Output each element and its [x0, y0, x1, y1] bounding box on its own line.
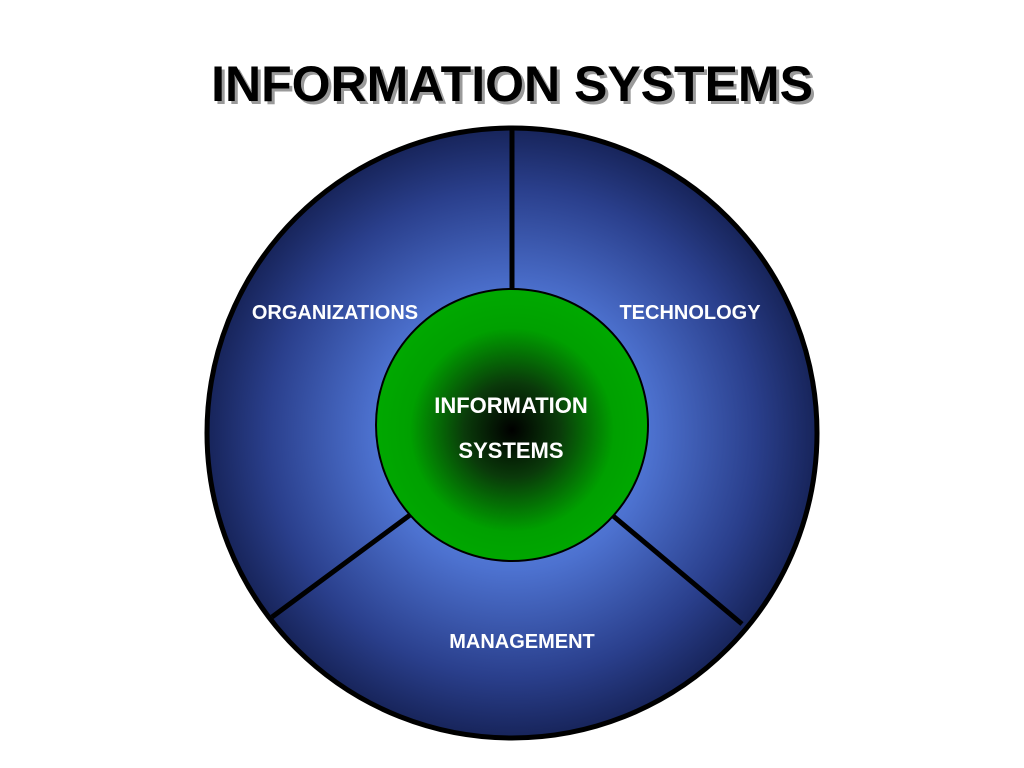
divider-left	[270, 512, 412, 620]
center-circle	[375, 288, 649, 562]
label-technology: TECHNOLOGY	[619, 302, 761, 324]
divider-right	[610, 513, 744, 626]
center-label-line1: INFORMATION	[434, 393, 588, 418]
label-management: MANAGEMENT	[449, 631, 595, 653]
slide-title: INFORMATION SYSTEMS	[211, 56, 813, 112]
center-label-line2: SYSTEMS	[458, 438, 563, 463]
label-organizations: ORGANIZATIONS	[252, 302, 418, 324]
